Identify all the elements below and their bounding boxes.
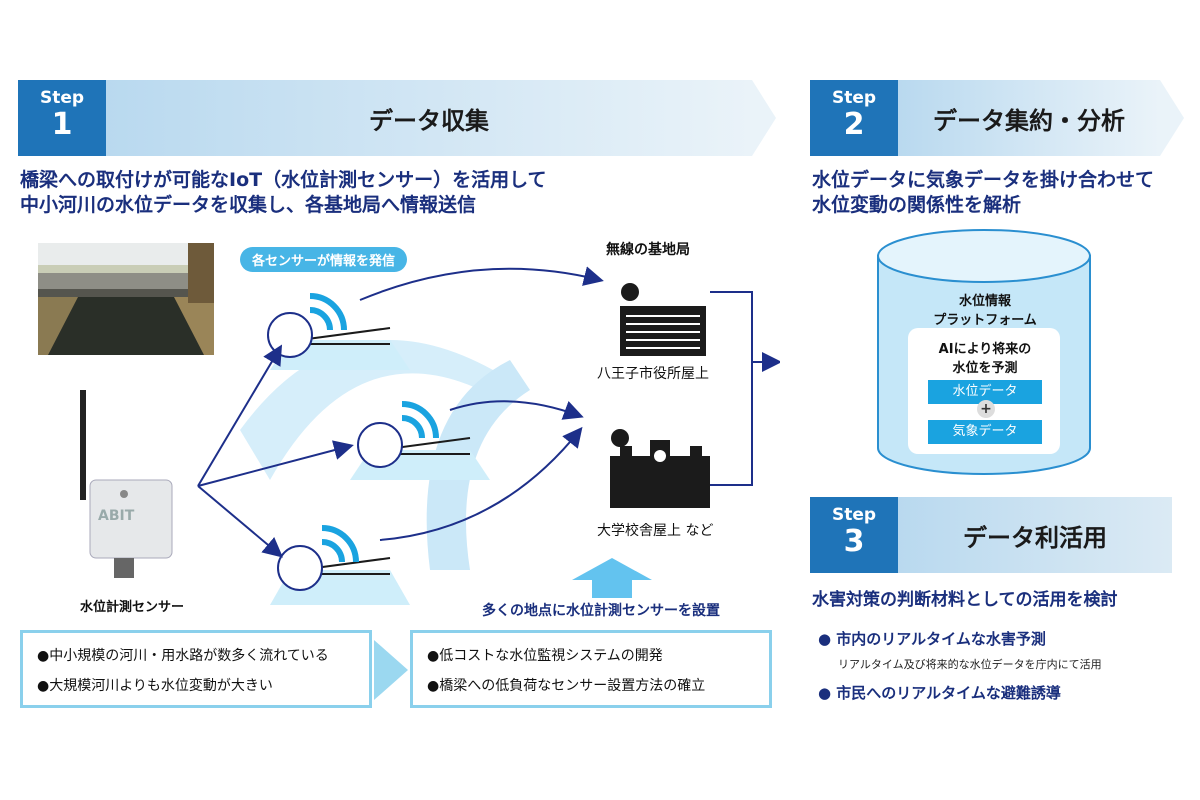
- platform-line2: プラットフォーム: [933, 313, 1037, 328]
- step1-arrow-tip: [752, 80, 776, 156]
- issue-1: ●中小規模の河川・用水路が数多く流れている: [37, 648, 329, 664]
- platform-title: 水位情報 プラットフォーム: [900, 290, 1070, 328]
- sensor-device-svg: [80, 390, 173, 578]
- step3-number: 3: [843, 524, 865, 559]
- bridge-photo-svg: [38, 243, 214, 355]
- step1-banner: Step 1 データ収集: [18, 80, 778, 156]
- box-arrow: [374, 640, 408, 700]
- bridge-photo: [38, 243, 214, 355]
- step1-heading: 橋梁への取付けが可能なIoT（水位計測センサー）を活用して 中小河川の水位データ…: [20, 168, 547, 218]
- step1-title-bar: データ収集: [106, 80, 752, 156]
- platform-line1: 水位情報: [958, 294, 1011, 309]
- step3-item2: ● 市民へのリアルタイムな避難誘導: [818, 684, 1061, 702]
- step3-tab: Step 3: [810, 497, 898, 573]
- step2-arrow-tip: [1160, 80, 1184, 156]
- sensor-brand: ABIT: [98, 508, 135, 524]
- step2-heading-line2: 水位変動の関係性を解析: [812, 194, 1022, 216]
- university-building: [610, 429, 710, 508]
- step1-heading-line1: 橋梁への取付けが可能なIoT（水位計測センサー）を活用して: [20, 169, 547, 191]
- step3-title: データ利活用: [963, 523, 1107, 552]
- network-diagram: [197, 266, 780, 605]
- step2-number: 2: [843, 107, 865, 142]
- step1-number: 1: [51, 107, 73, 142]
- step2-title-bar: データ集約・分析: [898, 80, 1160, 156]
- step2-heading-line1: 水位データに気象データを掛け合わせて: [812, 169, 1155, 191]
- step2-step-label: Step: [831, 88, 877, 108]
- weather-data-chip: 気象データ: [928, 420, 1042, 444]
- step3-step-label: Step: [831, 505, 877, 525]
- solution-1: ●低コストな水位監視システムの開発: [427, 648, 663, 664]
- station-university: 大学校舎屋上 など: [597, 523, 714, 539]
- step3-item1: ● 市内のリアルタイムな水害予測: [818, 630, 1046, 648]
- box-issues: ●中小規模の河川・用水路が数多く流れている ●大規模河川よりも水位変動が大きい: [20, 630, 372, 708]
- step3-title-bar: データ利活用: [898, 497, 1172, 573]
- step3-banner: Step 3 データ利活用: [810, 497, 1172, 573]
- step3-heading: 水害対策の判断材料としての活用を検討: [812, 590, 1118, 610]
- city-hall-building: [620, 283, 706, 356]
- ai-predict: AIにより将来の 水位を予測: [900, 338, 1070, 376]
- box-solutions: ●低コストな水位監視システムの開発 ●橋梁への低負荷なセンサー設置方法の確立: [410, 630, 772, 708]
- solution-2: ●橋梁への低負荷なセンサー設置方法の確立: [427, 678, 706, 694]
- step2-heading: 水位データに気象データを掛け合わせて 水位変動の関係性を解析: [812, 168, 1154, 218]
- predict-line2: 水位を予測: [952, 361, 1018, 376]
- install-label: 多くの地点に水位計測センサーを設置: [482, 603, 720, 619]
- step2-title: データ集約・分析: [933, 106, 1125, 135]
- step2-tab: Step 2: [810, 80, 898, 156]
- predict-line1: AIにより将来の: [938, 342, 1032, 357]
- water-level-data-chip: 水位データ: [928, 380, 1042, 404]
- station-city-hall: 八王子市役所屋上: [597, 366, 709, 382]
- plus-sign: +: [977, 400, 995, 418]
- sensors-transmit-pill: 各センサーが情報を発信: [240, 247, 408, 272]
- sensor-label: 水位計測センサー: [80, 600, 185, 615]
- base-station-title: 無線の基地局: [606, 242, 690, 258]
- step1-tab: Step 1: [18, 80, 106, 156]
- issue-2: ●大規模河川よりも水位変動が大きい: [37, 678, 273, 694]
- step1-step-label: Step: [39, 88, 85, 108]
- step1-heading-line2: 中小河川の水位データを収集し、各基地局へ情報送信: [20, 194, 477, 216]
- water-level-sensor-device: ABIT: [70, 390, 180, 590]
- step2-banner: Step 2 データ集約・分析: [810, 80, 1185, 156]
- step3-item1-sub: リアルタイム及び将来的な水位データを庁内にて活用: [838, 658, 1102, 671]
- step1-title: データ収集: [369, 106, 489, 135]
